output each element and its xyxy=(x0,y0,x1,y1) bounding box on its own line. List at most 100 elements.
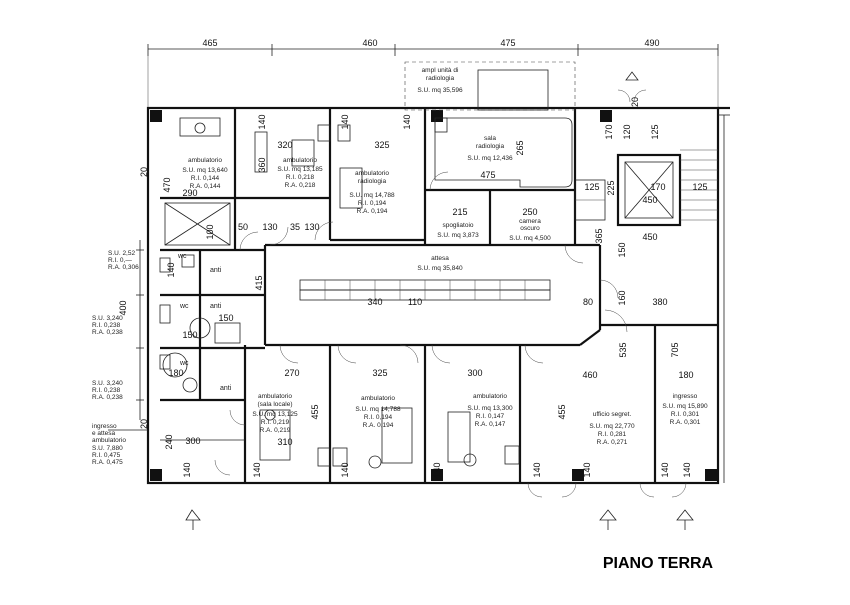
room-amb-b2-su: S.U. mq 14,788 xyxy=(355,406,401,413)
ingresso-amb-ra: R.A. 0,475 xyxy=(92,459,123,466)
room-amb-b3-ri: R.I. 0,147 xyxy=(476,413,505,420)
furniture xyxy=(159,117,520,469)
dim-460: 460 xyxy=(582,370,597,380)
dim-320: 320 xyxy=(277,140,292,150)
room-spogliatoio-su: S.U. mq 3,873 xyxy=(437,232,479,239)
room-amb-b1-ra: R.A. 0,219 xyxy=(260,427,291,434)
room-sala-rad-su: S.U. mq 12,436 xyxy=(467,155,513,162)
room-labels: ambulatorio S.U. mq 13,640 R.I. 0,144 R.… xyxy=(92,67,708,466)
room-amb-rad-ra: R.A. 0,194 xyxy=(357,208,388,215)
dim-475: 475 xyxy=(480,170,495,180)
anti-label-2: anti xyxy=(210,303,222,310)
wc-left2-su: S.U. 3,240 xyxy=(92,315,123,322)
dim-170b: 170 xyxy=(604,124,614,139)
dim-top-1: 465 xyxy=(202,38,217,48)
room-amb2-su: S.U. mq 13,185 xyxy=(277,166,323,173)
dim-300b: 300 xyxy=(185,436,200,446)
dim-50: 50 xyxy=(238,222,248,232)
dim-365: 365 xyxy=(594,228,604,243)
room-sala-rad-name2: radiologia xyxy=(476,143,505,150)
dim-top-4: 490 xyxy=(644,38,659,48)
dim-20c: 20 xyxy=(139,419,149,429)
wc-left1-ri: R.I. 0,— xyxy=(108,257,132,264)
dim-415: 415 xyxy=(254,275,264,290)
dim-325b: 325 xyxy=(372,368,387,378)
wc-left1-su: S.U. 2,52 xyxy=(108,250,135,257)
dim-240: 240 xyxy=(164,434,174,449)
entrance-arrows xyxy=(185,71,694,530)
dim-140f: 140 xyxy=(252,462,262,477)
wc-left3-ra: R.A. 0,238 xyxy=(92,394,123,401)
room-unita-rad-name: ampl unità di xyxy=(422,67,459,74)
dim-225: 225 xyxy=(606,180,616,195)
room-amb-b2-ra: R.A. 0,194 xyxy=(363,422,394,429)
dim-455b: 455 xyxy=(557,404,567,419)
dim-180a: 180 xyxy=(168,368,183,378)
dim-20b: 20 xyxy=(630,97,640,107)
dim-140k: 140 xyxy=(660,462,670,477)
room-ufficio-ra: R.A. 0,271 xyxy=(597,439,628,446)
dim-170: 170 xyxy=(650,182,665,192)
dim-160: 160 xyxy=(617,290,627,305)
room-amb1-su: S.U. mq 13,640 xyxy=(182,167,228,174)
dim-125a: 125 xyxy=(584,182,599,192)
dim-top-2: 460 xyxy=(362,38,377,48)
dim-290: 290 xyxy=(182,188,197,198)
dim-400: 400 xyxy=(118,300,128,315)
dim-100: 100 xyxy=(205,224,215,239)
dim-150a: 150 xyxy=(218,313,233,323)
dim-455a: 455 xyxy=(310,404,320,419)
dim-130a: 130 xyxy=(262,222,277,232)
room-ingresso-ri: R.I. 0,301 xyxy=(671,411,700,418)
room-amb2-name: ambulatorio xyxy=(283,157,317,164)
dim-535: 535 xyxy=(618,342,628,357)
dim-20a: 20 xyxy=(139,167,149,177)
dim-270: 270 xyxy=(284,368,299,378)
dim-140g: 140 xyxy=(340,462,350,477)
dim-215: 215 xyxy=(452,207,467,217)
wc-left3-su: S.U. 3,240 xyxy=(92,380,123,387)
room-ufficio-ri: R.I. 0,281 xyxy=(598,431,627,438)
dim-265: 265 xyxy=(515,140,525,155)
room-amb-b1-name2: (sala locale) xyxy=(257,401,292,408)
room-amb-rad-su: S.U. mq 14,788 xyxy=(349,192,395,199)
room-spogliatoio-name: spogliatoio xyxy=(442,222,473,229)
dim-140d: 140 xyxy=(166,262,176,277)
radiology-equipment xyxy=(164,61,576,246)
ingresso-amb-su: S.U. 7,880 xyxy=(92,445,123,452)
dim-125b: 125 xyxy=(692,182,707,192)
wc-label-3: wc xyxy=(179,360,189,367)
wc-left1-ra: R.A. 0,306 xyxy=(108,264,139,271)
dim-250: 250 xyxy=(522,207,537,217)
dim-35: 35 xyxy=(290,222,300,232)
dim-150b: 150 xyxy=(182,330,197,340)
dim-470: 470 xyxy=(162,177,172,192)
waiting-benches xyxy=(299,279,551,301)
plan-title: PIANO TERRA xyxy=(603,555,714,572)
anti-label-3: anti xyxy=(220,385,232,392)
wc-label-2: wc xyxy=(179,303,189,310)
wc-left3-ri: R.I. 0,238 xyxy=(92,387,121,394)
dim-180b: 180 xyxy=(678,370,693,380)
room-amb-b3-su: S.U. mq 13,300 xyxy=(467,405,513,412)
room-amb1-ri: R.I. 0,144 xyxy=(191,175,220,182)
wc-left2-ra: R.A. 0,238 xyxy=(92,329,123,336)
dim-340: 340 xyxy=(367,297,382,307)
dim-325: 325 xyxy=(374,140,389,150)
room-amb2-ri: R.I. 0,218 xyxy=(286,174,315,181)
room-amb2-ra: R.A. 0,218 xyxy=(285,182,316,189)
stair-core xyxy=(574,149,718,227)
room-camera-name: camera xyxy=(519,218,541,225)
dim-140e: 140 xyxy=(182,462,192,477)
room-ingresso-name: ingresso xyxy=(673,393,698,400)
dim-140j: 140 xyxy=(582,462,592,477)
left-dimension-chain xyxy=(108,240,148,431)
dim-top-3: 475 xyxy=(500,38,515,48)
dim-140c: 140 xyxy=(402,114,412,129)
room-ingresso-su: S.U. mq 15,890 xyxy=(662,403,708,410)
room-sala-rad-name: sala xyxy=(484,135,496,142)
room-ingresso-ra: R.A. 0,301 xyxy=(670,419,701,426)
doors xyxy=(214,89,687,498)
room-amb-rad-ri: R.I. 0,194 xyxy=(358,200,387,207)
